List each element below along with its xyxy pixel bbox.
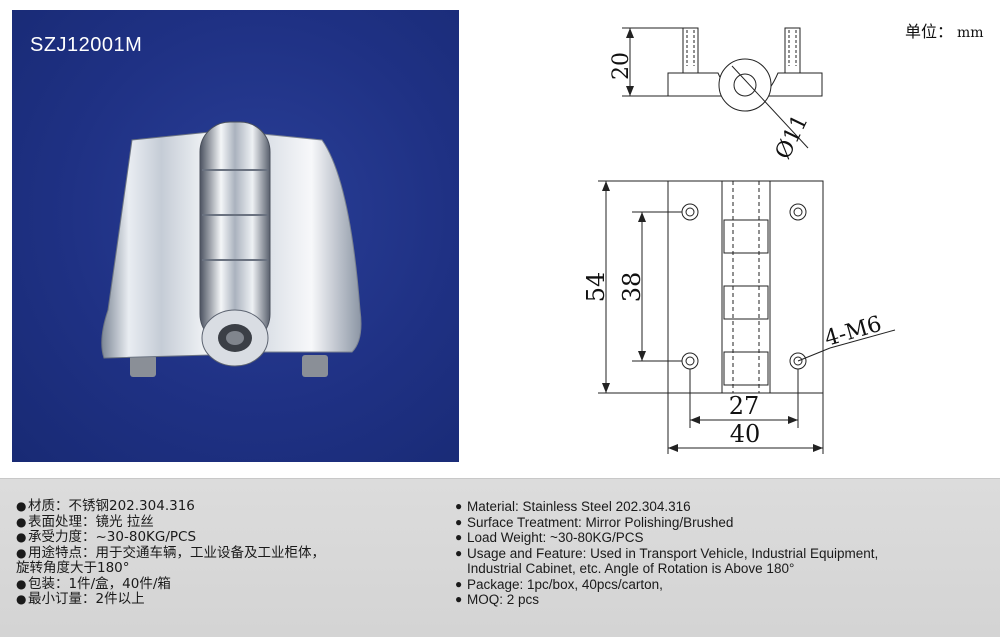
hinge-leaf-left [101,131,211,359]
dim-hole-dia: Ø11 [771,111,814,163]
spec-cn-load: ●承受力度：~30-80KG/PCS [16,529,197,545]
dim-length: 54 [582,272,610,303]
mount-hole-tl [681,203,699,221]
spec-cn-usage: ●用途特点：用于交通车辆，工业设备及工业柜体， [16,544,325,561]
hinge-screw-left [130,355,156,377]
spec-cn-package: ●包装：1件/盒，40件/箱 [16,575,171,592]
spec-en-surface: ●Surface Treatment: Mirror Polishing/Bru… [455,514,734,530]
technical-drawing: 20 Ø11 [582,27,896,454]
hinge-leaf-right [261,133,362,353]
spec-en-material: ●Material: Stainless Steel 202.304.316 [455,499,691,514]
spec-cn-surface: ●表面处理：镜光 拉丝 [16,513,154,530]
spec-band: ●材质：不锈钢202.304.316 ●表面处理：镜光 拉丝 ●承受力度：~30… [0,478,1000,637]
side-view-knuckle [718,58,772,112]
dim-hole-spacing-v: 38 [618,272,646,303]
spec-en-package: ●Package: 1pc/box, 40pcs/carton, [455,576,663,592]
side-view-pin-right [784,27,801,74]
spec-en-usage: ●Usage and Feature: Used in Transport Ve… [455,545,879,561]
dim-width: 40 [730,420,761,448]
dim-hole-spacing-h: 27 [729,392,760,420]
mount-hole-tr [789,203,807,221]
spec-en-usage-cont: Industrial Cabinet, etc. Angle of Rotati… [467,561,795,576]
spec-list-en: ●Material: Stainless Steel 202.304.316 ●… [455,499,995,608]
spec-en-moq: ●MOQ: 2 pcs [455,592,540,607]
spec-cn-moq: ●最小订量：2件以上 [16,591,145,607]
hinge-screw-right [302,355,328,377]
model-code: SZJ12001M [30,34,143,56]
dim-thread: 4-M6 [822,312,885,352]
mount-hole-bl [681,352,699,370]
unit-label: 单位：mm [905,22,984,41]
dim-height: 20 [609,52,634,80]
spec-cn-material: ●材质：不锈钢202.304.316 [16,498,195,514]
hinge-photo [101,121,362,377]
spec-list-cn: ●材质：不锈钢202.304.316 ●表面处理：镜光 拉丝 ●承受力度：~30… [16,498,436,608]
spec-cn-usage-cont: 旋转角度大于180° [16,560,130,576]
side-view-pin-left [682,27,699,74]
spec-en-load: ●Load Weight: ~30-80KG/PCS [455,530,644,545]
front-view-outline [667,180,824,394]
